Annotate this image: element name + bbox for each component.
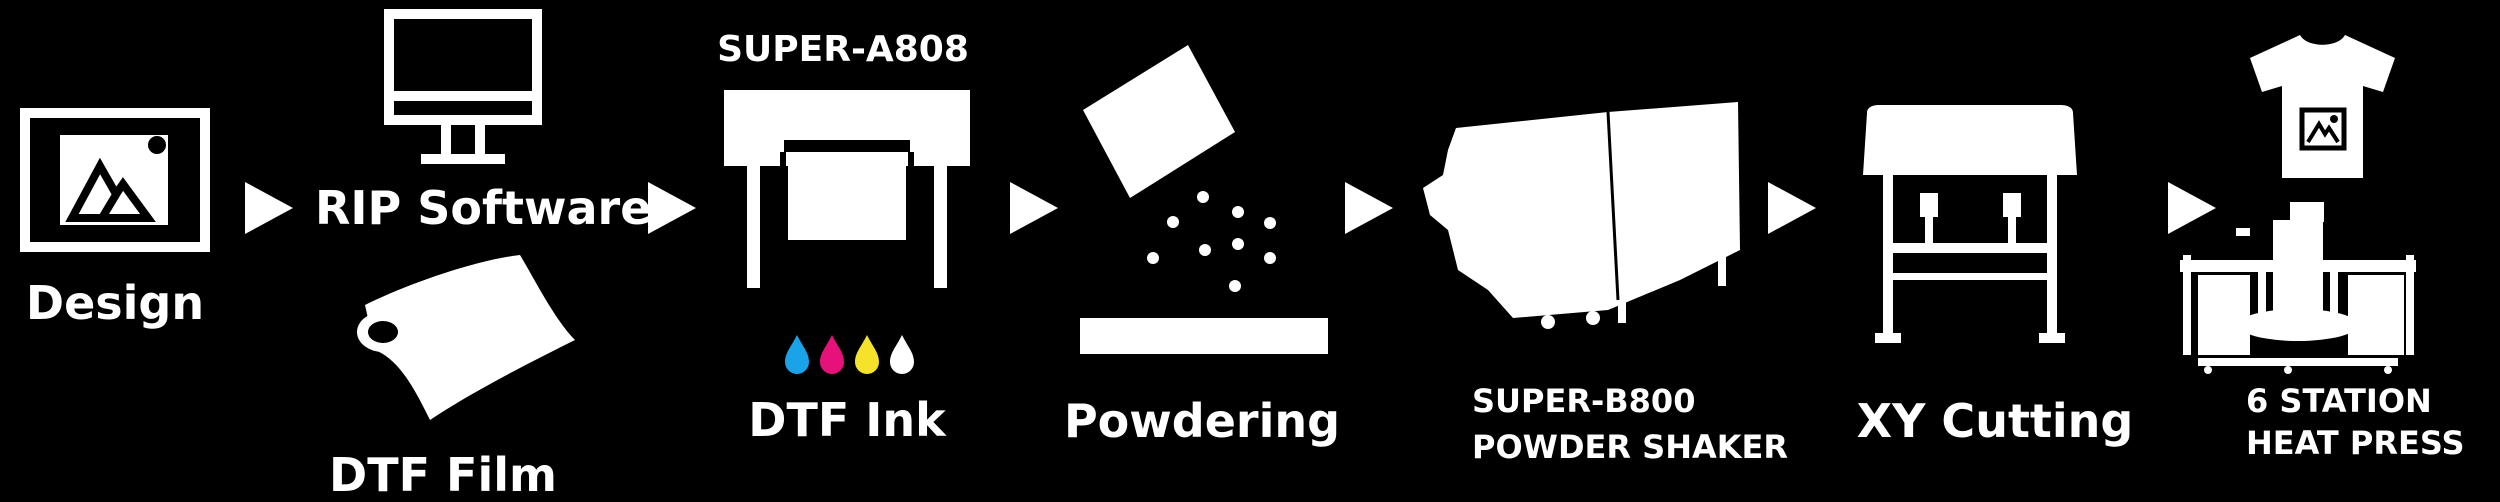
yellow-drop-icon: [855, 335, 879, 374]
cyan-drop-icon: [785, 335, 809, 374]
white-drop-icon: [890, 335, 914, 374]
printer-icon: [722, 88, 972, 288]
arrow-right-icon: [1768, 182, 1816, 234]
dtf-film-label: DTF Film: [329, 448, 557, 502]
xy-cutter-icon: [1855, 105, 2085, 345]
magenta-drop-icon: [820, 335, 844, 374]
powder-icon: [1078, 40, 1338, 360]
heat-press-name-label: HEAT PRESS: [2246, 424, 2465, 462]
rip-software-label: RIP Software: [315, 181, 652, 235]
arrow-right-icon: [1345, 182, 1393, 234]
arrow-right-icon: [245, 182, 293, 234]
dtf-ink-label: DTF Ink: [748, 393, 946, 447]
film-roll-icon: [345, 250, 575, 425]
arrow-right-icon: [2168, 182, 2216, 234]
tshirt-icon: [2245, 30, 2400, 180]
design-label: Design: [25, 276, 205, 330]
powder-shaker-icon: [1418, 90, 1748, 330]
xy-cutting-label: XY Cutting: [1856, 394, 2134, 448]
printer-model-label: SUPER-A808: [717, 29, 969, 70]
monitor-icon: [383, 8, 543, 168]
arrow-right-icon: [648, 182, 696, 234]
arrow-right-icon: [1010, 182, 1058, 234]
ink-drop-icons: [785, 333, 915, 375]
shaker-name-label: POWDER SHAKER: [1472, 428, 1789, 466]
shaker-model-label: SUPER-B800: [1472, 382, 1696, 420]
heat-press-machine-icon: [2178, 200, 2418, 375]
heat-press-count-label: 6 STATION: [2246, 382, 2432, 420]
design-image-icon: [20, 108, 210, 252]
powdering-label: Powdering: [1063, 394, 1341, 448]
